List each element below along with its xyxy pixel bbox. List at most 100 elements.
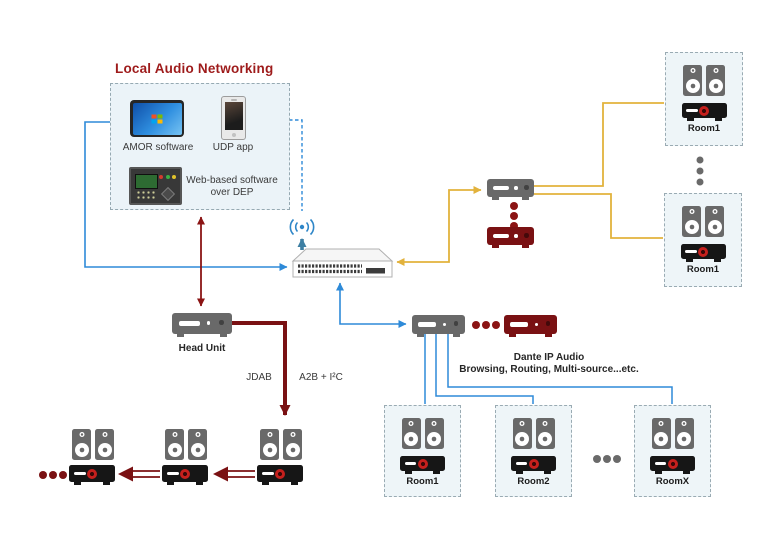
smartphone-icon (221, 96, 246, 140)
amplifier-icon (400, 456, 445, 474)
wire-switch-to-dante-amp (336, 282, 407, 328)
amp-detail (492, 233, 509, 238)
wire-amor-to-switch (84, 121, 288, 271)
speaker-icon (705, 206, 724, 237)
ellipsis-dante-amps (472, 321, 500, 329)
windows-logo-icon (151, 114, 163, 123)
amp-logo (699, 105, 709, 116)
speaker-pair (165, 429, 207, 460)
wifi-antenna-icon (289, 218, 315, 236)
web-software-line1: Web-based software (186, 175, 278, 186)
ellipsis-zone-amps (510, 202, 518, 230)
speaker-icon (424, 418, 444, 449)
speaker-icon (401, 418, 421, 449)
zone-amplifier-maroon-icon (487, 227, 534, 248)
amp-detail (453, 321, 459, 326)
amp-detail (515, 462, 528, 465)
speaker-icon (535, 418, 555, 449)
dante-amplifier-maroon-icon (504, 315, 557, 337)
control-panel-icon (129, 167, 182, 205)
amp-detail (524, 233, 529, 238)
amp-logo (698, 246, 708, 257)
speaker-pair (512, 418, 555, 449)
speaker-icon (260, 429, 279, 460)
speaker-pair (72, 429, 114, 460)
speaker-pair (401, 418, 444, 449)
diagram-title: Local Audio Networking (115, 61, 274, 76)
amplifier-icon (162, 465, 208, 485)
amplifier-icon (680, 244, 726, 262)
amor-software-label: AMOR software (122, 142, 194, 153)
amplifier-icon (650, 456, 695, 474)
amp-detail (654, 462, 667, 465)
network-switch-icon (291, 248, 394, 278)
ellipsis-rooms-right (696, 156, 704, 186)
amp-detail (686, 109, 698, 112)
speaker-icon (674, 418, 694, 449)
zone-amplifier-gray-icon (487, 179, 534, 200)
dante-amplifier-gray-icon (412, 315, 465, 337)
speaker-icon (651, 418, 671, 449)
wire-zone-amp-to-room1-top (534, 102, 664, 187)
speaker-icon (165, 429, 184, 460)
amp-logo (275, 468, 285, 479)
ellipsis-daisy-chain (39, 471, 67, 479)
daisy-chain-arrow-left (118, 466, 160, 482)
phone-screen (224, 102, 243, 130)
room-label: Room1 (686, 264, 720, 275)
speaker-icon (683, 65, 702, 96)
room-box-bottom-1: Room1 (384, 405, 461, 497)
speaker-icon (188, 429, 207, 460)
amp-detail (418, 322, 437, 327)
amp-detail (492, 185, 509, 190)
laptop-icon (130, 100, 184, 137)
panel-leds (159, 175, 176, 179)
head-unit-amplifier-icon (172, 313, 232, 337)
amp-logo (87, 468, 97, 479)
daisy-chain-arrow-right (213, 466, 255, 482)
amp-detail (404, 462, 417, 465)
panel-keys (136, 190, 157, 199)
web-software-label: Web-based software over DEP (177, 175, 287, 198)
speaker-icon (95, 429, 114, 460)
laptop-screen (132, 102, 182, 135)
amp-detail (545, 321, 551, 326)
speaker-icon (512, 418, 532, 449)
room-label: RoomX (655, 476, 690, 487)
room-label: Room1 (687, 123, 721, 134)
udp-app-label: UDP app (212, 142, 254, 153)
speaker-pair (260, 429, 302, 460)
amp-detail (514, 186, 518, 190)
amp-logo (417, 458, 428, 469)
amp-detail (179, 320, 200, 326)
amp-detail (166, 471, 179, 475)
room-box-bottom-x: RoomX (634, 405, 711, 497)
speaker-pair (651, 418, 694, 449)
amp-detail (685, 250, 697, 253)
amp-detail (514, 234, 518, 238)
amplifier-icon (257, 465, 303, 485)
amplifier-icon (511, 456, 556, 474)
amp-detail (510, 322, 529, 327)
amplifier-icon (69, 465, 115, 485)
a2b-i2c-label: A2B + I²C (299, 372, 343, 383)
wire-headunit-a2b-bus (232, 321, 291, 416)
panel-screen (135, 174, 158, 189)
amplifier-icon (681, 103, 727, 121)
speaker-icon (283, 429, 302, 460)
room-box-right-1: Room1 (665, 52, 743, 146)
amp-detail (219, 320, 224, 325)
head-unit-label: Head Unit (178, 343, 226, 354)
amp-detail (524, 185, 529, 190)
dante-note-line2: Browsing, Routing, Multi-source...etc. (459, 364, 639, 375)
wire-dante-to-roomx (447, 334, 673, 404)
wire-switch-to-zone-amp (396, 186, 482, 266)
amp-detail (206, 321, 211, 325)
jdab-label: JDAB (246, 372, 272, 383)
speaker-pair (683, 65, 725, 96)
speaker-icon (682, 206, 701, 237)
speaker-pair (682, 206, 724, 237)
speaker-icon (72, 429, 91, 460)
